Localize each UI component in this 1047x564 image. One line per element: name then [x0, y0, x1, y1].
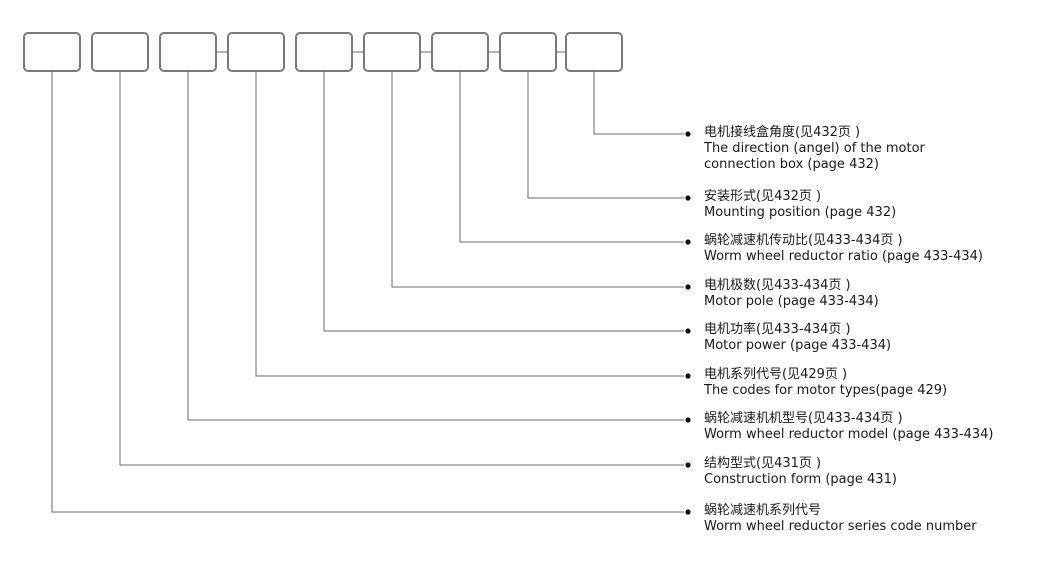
- label-cn-motor-type: 电机系列代号(见429页 ): [704, 367, 848, 382]
- code-box-motor-type: [227, 32, 285, 72]
- leader-line-worm-series: [51, 71, 684, 513]
- leader-line-motor-pole: [391, 71, 684, 288]
- label-en-motor-power-1: Motor power (page 433-434): [704, 338, 892, 353]
- code-box-construction-form: [91, 32, 149, 72]
- label-mounting: 安装形式(见432页 )Mounting position (page 432): [704, 189, 896, 221]
- code-box-motor-power: [295, 32, 353, 72]
- label-motor-type: 电机系列代号(见429页 )The codes for motor types(…: [704, 367, 947, 399]
- label-en-mounting-1: Mounting position (page 432): [704, 205, 897, 220]
- code-box-box-angle: [565, 32, 623, 72]
- label-en-motor-pole-1: Motor pole (page 433-434): [704, 294, 879, 309]
- label-motor-power: 电机功率(见433-434页 )Motor power (page 433-43…: [704, 322, 891, 354]
- code-box-mounting: [499, 32, 557, 72]
- bullets: [685, 131, 691, 515]
- label-en-reducer-model-1: Worm wheel reductor model (page 433-434): [704, 427, 994, 442]
- label-en-construction-form-1: Construction form (page 431): [704, 472, 897, 487]
- bullet-worm-series: [685, 509, 691, 515]
- label-ratio: 蜗轮减速机传动比(见433-434页 )Worm wheel reductor …: [704, 233, 983, 265]
- label-cn-motor-pole: 电机极数(见433-434页 ): [704, 278, 851, 293]
- label-box-angle: 电机接线盒角度(见432页 )The direction (angel) of …: [704, 125, 925, 173]
- bullet-motor-power: [685, 328, 691, 334]
- label-cn-ratio: 蜗轮减速机传动比(见433-434页 ): [704, 233, 903, 248]
- bullet-mounting: [685, 195, 691, 201]
- leader-line-motor-type: [255, 71, 684, 377]
- label-cn-mounting: 安装形式(见432页 ): [704, 189, 822, 204]
- label-en-box-angle-1: The direction (angel) of the motor: [704, 141, 925, 156]
- leader-lines: [51, 71, 684, 513]
- bullet-reducer-model: [685, 417, 691, 423]
- code-box-worm-series: [23, 32, 81, 72]
- code-box-ratio: [431, 32, 489, 72]
- bullet-ratio: [685, 239, 691, 245]
- label-construction-form: 结构型式(见431页 )Construction form (page 431): [704, 456, 897, 488]
- bullet-box-angle: [685, 131, 691, 137]
- label-en-box-angle-2: connection box (page 432): [704, 157, 879, 172]
- leader-line-reducer-model: [187, 71, 684, 421]
- leader-line-ratio: [459, 71, 684, 243]
- label-cn-motor-power: 电机功率(见433-434页 ): [704, 322, 851, 337]
- label-en-motor-type-1: The codes for motor types(page 429): [704, 383, 948, 398]
- label-cn-box-angle: 电机接线盒角度(见432页 ): [704, 125, 861, 140]
- bullet-construction-form: [685, 462, 691, 468]
- label-cn-construction-form: 结构型式(见431页 ): [704, 456, 822, 471]
- label-motor-pole: 电机极数(见433-434页 )Motor pole (page 433-434…: [704, 278, 879, 310]
- leader-line-motor-power: [323, 71, 684, 332]
- code-box-motor-pole: [363, 32, 421, 72]
- label-cn-reducer-model: 蜗轮减速机机型号(见433-434页 ): [704, 411, 903, 426]
- label-en-worm-series-1: Worm wheel reductor series code number: [704, 519, 977, 534]
- bullet-motor-pole: [685, 284, 691, 290]
- label-en-ratio-1: Worm wheel reductor ratio (page 433-434): [704, 249, 983, 264]
- code-boxes: [23, 32, 623, 72]
- leader-line-box-angle: [593, 71, 684, 135]
- label-cn-worm-series: 蜗轮减速机系列代号: [704, 503, 822, 518]
- bullet-motor-type: [685, 373, 691, 379]
- label-reducer-model: 蜗轮减速机机型号(见433-434页 )Worm wheel reductor …: [704, 411, 993, 443]
- leader-line-mounting: [527, 71, 684, 199]
- code-box-reducer-model: [159, 32, 217, 72]
- leader-line-construction-form: [119, 71, 684, 466]
